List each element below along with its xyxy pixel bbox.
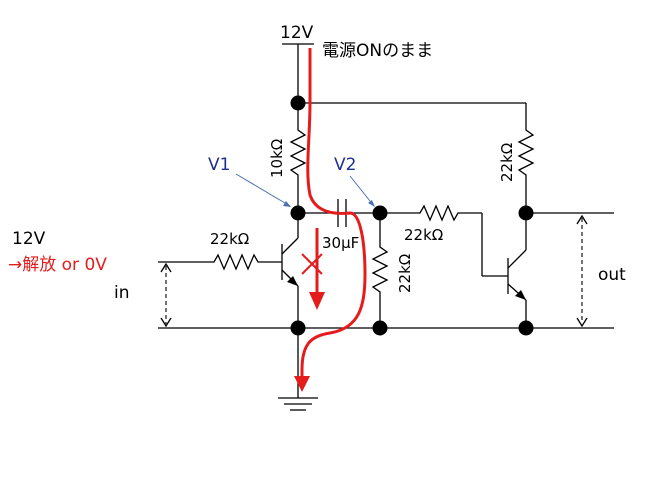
current-path-red <box>300 48 367 388</box>
r3-label: 22kΩ <box>404 226 443 244</box>
vcc-label: 12V <box>280 23 314 43</box>
node-dot <box>518 205 534 221</box>
r2-label: 22kΩ <box>210 230 249 248</box>
resistor-22k-pulldown <box>371 213 389 328</box>
transistor-q1 <box>281 213 299 328</box>
resistor-10k <box>289 122 307 182</box>
in-label: in <box>114 283 130 303</box>
power-note-label: 電源ONのまま <box>322 41 433 61</box>
ground-symbol-icon <box>278 328 318 411</box>
in-voltage-label: 12V <box>12 229 46 249</box>
arrow-down-icon <box>294 376 310 392</box>
r4-label: 22kΩ <box>396 254 414 293</box>
junction-dots <box>290 95 534 336</box>
v1-label: V1 <box>208 155 230 175</box>
v2-label: V2 <box>334 155 356 175</box>
arrow-down-icon <box>309 292 325 310</box>
out-measure-arrow <box>576 214 588 328</box>
in-measure-arrow <box>160 262 172 328</box>
node-dot <box>372 205 388 221</box>
node-dot <box>290 320 306 336</box>
probe-pointers <box>235 173 375 207</box>
transistor-q2 <box>507 213 527 328</box>
out-label: out <box>598 265 626 285</box>
node-dot <box>290 95 306 111</box>
r5-label: 22kΩ <box>498 143 516 182</box>
resistor-22k-base <box>414 204 464 222</box>
c1-label: 30μF <box>322 234 359 252</box>
resistor-22k-collector <box>517 122 535 182</box>
supply-wiring <box>282 43 527 213</box>
node-dot <box>518 320 534 336</box>
x-mark-icon <box>301 253 323 275</box>
in-state-label: →解放 or 0V <box>8 255 107 275</box>
node-dot <box>372 320 388 336</box>
r1-label: 10kΩ <box>268 139 286 178</box>
node-dot <box>290 205 306 221</box>
